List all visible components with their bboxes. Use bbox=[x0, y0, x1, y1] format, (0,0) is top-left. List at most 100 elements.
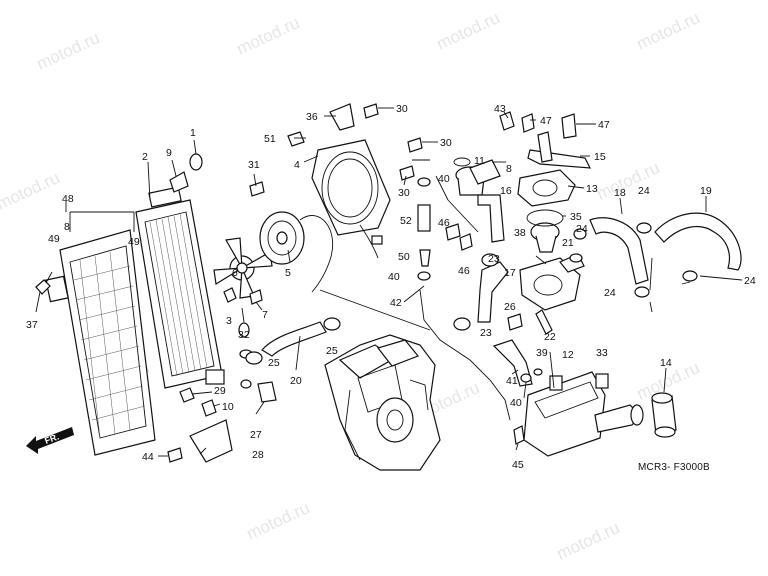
radiator-core bbox=[135, 186, 225, 389]
front-direction-arrow: FR. bbox=[26, 427, 74, 454]
watermark: motod.ru bbox=[554, 518, 623, 564]
part-label: 37 bbox=[26, 319, 38, 331]
watermark: motod.ru bbox=[34, 28, 103, 74]
watermark: motod.ru bbox=[244, 498, 313, 544]
part-label: 40 bbox=[510, 397, 522, 409]
part-number-labels: 1 2 9 48 8 49 49 37 31 51 4 36 30 30 30 … bbox=[26, 103, 756, 473]
part-label: 49 bbox=[128, 236, 140, 248]
watermark: motod.ru bbox=[234, 13, 303, 59]
part-label: 46 bbox=[458, 265, 470, 277]
part-label: 24 bbox=[744, 275, 756, 287]
mounting-bracket bbox=[527, 149, 592, 169]
radiator-grille-shroud bbox=[45, 229, 156, 456]
part-label: 47 bbox=[540, 115, 552, 127]
thermostat-cover bbox=[517, 169, 576, 207]
part-label: 13 bbox=[586, 183, 598, 195]
part-label: 6 bbox=[232, 267, 238, 279]
part-label: 2 bbox=[142, 151, 148, 163]
thermostat bbox=[530, 222, 560, 253]
part-label: 42 bbox=[390, 297, 402, 309]
part-label: 31 bbox=[248, 159, 260, 171]
part-label: 19 bbox=[700, 185, 712, 197]
part-label: 30 bbox=[396, 103, 408, 115]
part-label: 20 bbox=[290, 375, 302, 387]
part-label: 1 bbox=[190, 127, 196, 139]
fasteners bbox=[35, 103, 698, 463]
part-label: 40 bbox=[388, 271, 400, 283]
part-label: 32 bbox=[238, 329, 250, 341]
part-label: 8 bbox=[64, 221, 70, 233]
part-label: 28 bbox=[252, 449, 264, 461]
part-label: 8 bbox=[506, 163, 512, 175]
part-label: 24 bbox=[576, 223, 588, 235]
part-label: 11 bbox=[474, 155, 485, 167]
part-label: 26 bbox=[504, 301, 516, 313]
part-label: 40 bbox=[438, 173, 450, 185]
fan-shroud bbox=[311, 139, 391, 259]
part-label: 36 bbox=[306, 111, 318, 123]
part-label: 23 bbox=[488, 253, 500, 265]
part-label: 52 bbox=[400, 215, 412, 227]
watermark: motod.ru bbox=[0, 168, 62, 214]
watermark: motod.ru bbox=[594, 158, 663, 204]
part-label: 50 bbox=[398, 251, 410, 263]
o-ring bbox=[526, 209, 564, 227]
water-pipe bbox=[477, 194, 505, 243]
part-label: 49 bbox=[48, 233, 60, 245]
leader-lines bbox=[35, 107, 743, 457]
fan-motor bbox=[259, 211, 334, 293]
part-label: 16 bbox=[500, 185, 512, 197]
part-label: 24 bbox=[604, 287, 616, 299]
part-label: 30 bbox=[398, 187, 410, 199]
part-label: 24 bbox=[638, 185, 650, 197]
watermark: motod.ru bbox=[434, 8, 503, 54]
hose-19 bbox=[654, 212, 742, 271]
hose-20 bbox=[261, 321, 327, 357]
part-label: 12 bbox=[562, 349, 574, 361]
engine-block bbox=[324, 334, 441, 471]
part-label: 33 bbox=[596, 347, 608, 359]
part-label: 25 bbox=[326, 345, 338, 357]
reserve-tank bbox=[523, 371, 644, 457]
mounting-bracket-arm bbox=[537, 131, 553, 163]
part-label: 45 bbox=[512, 459, 524, 471]
part-label: 4 bbox=[294, 159, 300, 171]
part-label: 39 bbox=[536, 347, 548, 359]
part-label: 44 bbox=[142, 451, 154, 463]
hose-17 bbox=[477, 261, 509, 323]
overflow-tube bbox=[419, 289, 511, 421]
part-label: 46 bbox=[438, 217, 450, 229]
part-label: 15 bbox=[594, 151, 606, 163]
part-label: 9 bbox=[166, 147, 172, 159]
part-label: 30 bbox=[440, 137, 452, 149]
part-label: 35 bbox=[570, 211, 582, 223]
part-label: 7 bbox=[262, 309, 268, 321]
part-label: 18 bbox=[614, 187, 626, 199]
part-label: 48 bbox=[62, 193, 74, 205]
part-label: 51 bbox=[264, 133, 276, 145]
part-label: 25 bbox=[268, 357, 280, 369]
part-label: 10 bbox=[222, 401, 234, 413]
part-label: 27 bbox=[250, 429, 262, 441]
cooling-fan bbox=[213, 237, 273, 299]
part-label: 3 bbox=[226, 315, 232, 327]
part-label: 47 bbox=[598, 119, 610, 131]
part-label: 29 bbox=[214, 385, 226, 397]
part-label: 43 bbox=[494, 103, 506, 115]
reserve-tank-cap bbox=[651, 392, 677, 438]
part-label: 38 bbox=[514, 227, 526, 239]
watermark: motod.ru bbox=[634, 8, 703, 54]
part-label: 21 bbox=[562, 237, 574, 249]
front-label: FR. bbox=[43, 432, 60, 446]
diagram-code: MCR3- F3000B bbox=[638, 462, 710, 473]
part-label: 17 bbox=[504, 267, 516, 279]
hose-18 bbox=[589, 217, 649, 285]
part-label: 5 bbox=[285, 267, 291, 279]
thermostat-housing bbox=[519, 253, 585, 335]
part-label: 41 bbox=[506, 375, 518, 387]
part-label: 14 bbox=[660, 357, 672, 369]
part-label: 22 bbox=[544, 331, 556, 343]
part-label: 23 bbox=[480, 327, 492, 339]
